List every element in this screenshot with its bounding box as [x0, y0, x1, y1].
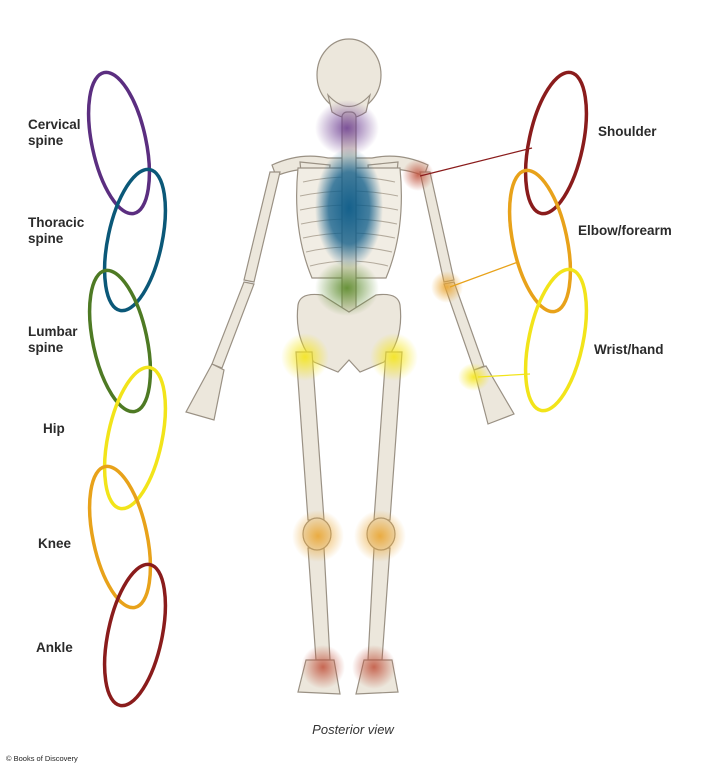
ankle-oval — [102, 562, 168, 708]
copyright-credit: © Books of Discovery — [6, 754, 78, 763]
left-tibia — [307, 547, 331, 661]
right-tibia — [367, 547, 391, 661]
left-hand — [185, 363, 225, 421]
lumbar-spine-label: Lumbar spine — [28, 324, 78, 355]
wrist-oval — [523, 267, 589, 413]
wrist-hand-label: Wrist/hand — [594, 342, 664, 357]
wrist-glow — [458, 363, 490, 391]
knee-label: Knee — [38, 536, 72, 551]
shoulder-label: Shoulder — [598, 124, 657, 139]
right-ovals — [507, 70, 589, 413]
left-hip-glow — [281, 333, 329, 381]
cervical-glow — [315, 100, 379, 156]
thoracic-spine-label: Thoracic spine — [28, 215, 85, 246]
leader-lines — [419, 147, 533, 378]
region-highlights — [281, 100, 490, 689]
right-ankle-glow — [352, 645, 396, 689]
wrist-leader — [477, 373, 531, 378]
shoulder-oval — [523, 70, 589, 216]
cervical-oval — [86, 70, 152, 216]
shoulder-leader — [419, 147, 533, 177]
view-caption: Posterior view — [312, 722, 394, 737]
cervical-spine-label: Cervical spine — [28, 117, 81, 148]
lumbar-oval — [87, 268, 153, 414]
ankle-label: Ankle — [36, 640, 73, 655]
elbow-leader — [449, 261, 519, 288]
thoracic-oval — [102, 167, 168, 313]
knee-oval — [87, 464, 153, 610]
left-ovals — [86, 70, 168, 708]
hip-oval — [102, 365, 168, 511]
thoracic-glow — [315, 148, 383, 268]
right-knee-glow — [354, 510, 406, 562]
left-ankle-glow — [301, 645, 345, 689]
lumbar-glow — [315, 260, 379, 316]
left-humerus — [243, 171, 281, 283]
left-forearm — [211, 281, 255, 369]
shoulder-glow — [402, 159, 434, 191]
elbow-glow — [431, 271, 463, 303]
hip-label: Hip — [43, 421, 65, 436]
elbow-oval — [507, 168, 573, 314]
right-hip-glow — [370, 333, 418, 381]
elbow-forearm-label: Elbow/forearm — [578, 223, 672, 238]
left-knee-glow — [292, 510, 344, 562]
